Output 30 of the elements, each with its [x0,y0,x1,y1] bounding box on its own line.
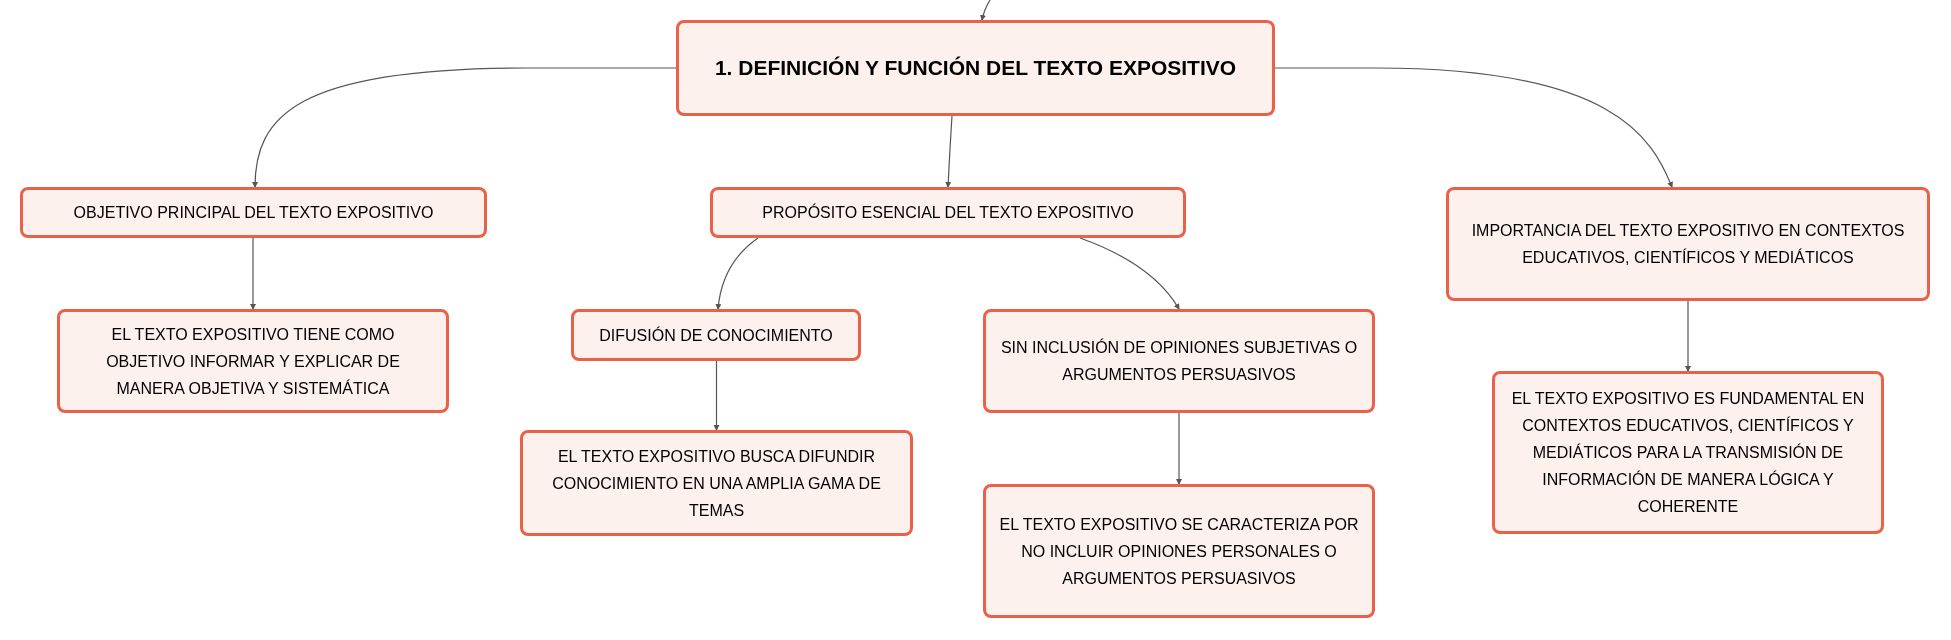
topic-box [1446,187,1930,301]
topic-box [1492,371,1884,534]
topic-text: EL TEXTO EXPOSITIVO SE CARACTERIZA POR NO INCLUIR OPINIONES PERSONALES O ARGUMENTOS PERSUASIVOS [998,514,1360,589]
topic-box [57,309,449,413]
topic-box [710,187,1186,238]
topic-box [983,309,1375,413]
connector-arrow [1274,67,1673,188]
connector-arrow [715,237,759,310]
topic-text: DIFUSIÓN DE CONOCIMIENTO [599,325,833,346]
topic-text: EL TEXTO EXPOSITIVO ES FUNDAMENTAL EN CONTEXTOS EDUCATIVOS, CIENTÍFICOS Y MEDIÁTICOS PARA LA TRANSMISIÓN DE INFORMACIÓN DE MANERA LÓGICA Y COHERENTE [1510,389,1866,517]
connector-arrow [1079,237,1180,310]
connector-arrow [252,67,677,188]
topic-box [20,187,487,238]
topic-box [520,430,913,536]
topic-text: EL TEXTO EXPOSITIVO TIENE COMO OBJETIVO INFORMAR Y EXPLICAR DE MANERA OBJETIVA Y SISTEMÁTICA [105,324,401,399]
connector-arrow [980,0,991,21]
topic-text: IMPORTANCIA DEL TEXTO EXPOSITIVO EN CONTEXTOS EDUCATIVOS, CIENTÍFICOS Y MEDIÁTICOS [1470,221,1906,268]
title-topic-box [676,20,1275,116]
topic-box [983,484,1375,618]
connector-arrow [713,360,720,431]
topic-box [571,309,861,361]
topic-text: PROPÓSITO ESENCIAL DEL TEXTO EXPOSITIVO [762,202,1134,223]
topic-text: EL TEXTO EXPOSITIVO BUSCA DIFUNDIR CONOCIMIENTO EN UNA AMPLIA GAMA DE TEMAS [551,446,882,521]
topic-text: 1. DEFINICIÓN Y FUNCIÓN DEL TEXTO EXPOSITIVO [714,55,1237,82]
topic-text: OBJETIVO PRINCIPAL DEL TEXTO EXPOSITIVO [73,203,434,223]
topic-text: SIN INCLUSIÓN DE OPINIONES SUBJETIVAS O ARGUMENTOS PERSUASIVOS [999,337,1359,385]
connector-arrow [250,237,256,310]
connector-arrow [1176,412,1182,485]
connector-arrow [945,115,953,188]
connector-arrow [1685,300,1691,372]
